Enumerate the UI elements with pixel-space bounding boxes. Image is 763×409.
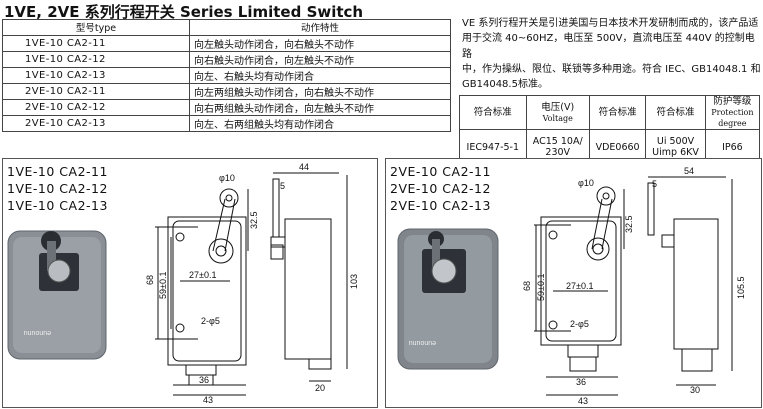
switch-photo-2ve: eunounu <box>397 228 499 370</box>
voltage-value-a: AC15 10A/ <box>532 136 583 147</box>
insulation-value-a: Ui 500V <box>656 136 695 147</box>
brand-text: eunounu <box>24 329 51 336</box>
dim-20: 20 <box>315 383 325 393</box>
model-label: 2VE-10 CA2-11 <box>390 164 491 179</box>
dim-holes: 2-φ5 <box>201 316 220 326</box>
dim-width-54: 54 <box>684 166 694 176</box>
dim-59: 59±0.1 <box>158 272 168 299</box>
page-title: 1VE, 2VE 系列行程开关 Series Limited Switch <box>4 3 364 21</box>
model-cell: 2VE-10 CA2-11 <box>2 82 190 100</box>
dim-68: 68 <box>145 275 155 285</box>
dim-5: 5 <box>280 181 285 191</box>
dim-roller: φ10 <box>578 178 594 188</box>
dim-105-5: 105.5 <box>736 276 746 299</box>
dim-30: 30 <box>690 385 700 395</box>
table-header-row: 型号type 动作特性 <box>2 19 451 36</box>
intro-paragraph: VE 系列行程开关是引进美国与日本技术开发研制而成的，该产品适 用于交流 40~… <box>462 16 762 92</box>
dim-103: 103 <box>349 274 359 289</box>
dim-5: 5 <box>652 179 657 189</box>
voltage-header: 电压(V)Voltage <box>525 95 590 130</box>
dim-holes: 2-φ5 <box>570 319 589 329</box>
model-label: 1VE-10 CA2-11 <box>7 164 108 179</box>
std-header: 符合标准 <box>459 95 527 130</box>
dim-27: 27±0.1 <box>566 281 593 291</box>
intro-line: VE 系列行程开关是引进美国与日本技术开发研制而成的，该产品适 <box>462 18 759 29</box>
dim-43: 43 <box>578 396 588 406</box>
intro-line: 用于交流 40~60HZ，电压至 500V，直流电压至 440V 的控制电路 <box>462 33 755 60</box>
action-cell: 向右触头动作闭合，向左触头不动作 <box>189 50 451 68</box>
action-cell: 向右两组触头动作闭合，向左触头不动作 <box>189 98 451 116</box>
dimension-labels-2ve: φ10 54 5 32.5 68 59±0.1 27±0.1 105.5 2-φ… <box>522 166 746 406</box>
column-header-type: 型号type <box>2 19 190 36</box>
insulation-value-b: Uimp 6KV <box>652 147 699 158</box>
panel-2ve: 2VE-10 CA2-11 2VE-10 CA2-12 2VE-10 CA2-1… <box>385 158 762 408</box>
voltage-value-b: 230V <box>545 147 571 158</box>
switch-photo-1ve: eunounu <box>7 230 107 360</box>
dimension-labels-1ve: φ10 44 5 32.5 68 59±0.1 27±0.1 103 2-φ5 … <box>145 162 359 405</box>
intro-line: 中，作为操纵、限位、联锁等多种用途。符合 IEC、GB14048.1 和 <box>462 63 761 75</box>
dim-36: 36 <box>199 375 209 385</box>
dimension-drawing-2ve <box>534 176 733 396</box>
std-header: 符合标准 <box>645 95 706 130</box>
std-header: 符合标准 <box>588 95 647 130</box>
panel-1ve: 1VE-10 CA2-11 1VE-10 CA2-12 1VE-10 CA2-1… <box>2 158 378 408</box>
panel-2ve-models: 2VE-10 CA2-11 2VE-10 CA2-12 2VE-10 CA2-1… <box>390 163 491 214</box>
brand-text: eunounu <box>409 339 436 346</box>
dim-32-5: 32.5 <box>624 215 634 233</box>
drawing-2ve: eunounu φ10 54 5 32.5 <box>397 166 746 406</box>
voltage-header-cn: 电压(V) <box>541 101 575 113</box>
action-cell: 向左、右两组触头均有动作闭合 <box>189 114 451 132</box>
protection-header-en: Protection <box>711 108 754 117</box>
dim-width-44: 44 <box>299 162 309 172</box>
dim-36: 36 <box>576 377 586 387</box>
dim-27: 27±0.1 <box>189 270 216 280</box>
dim-59: 59±0.1 <box>536 274 546 301</box>
model-cell: 1VE-10 CA2-12 <box>2 50 190 68</box>
model-cell: 2VE-10 CA2-13 <box>2 114 190 132</box>
voltage-header-en: Voltage <box>542 113 573 123</box>
model-cell: 1VE-10 CA2-13 <box>2 66 190 84</box>
dim-roller: φ10 <box>219 173 235 183</box>
dim-68: 68 <box>522 281 532 291</box>
model-label: 2VE-10 CA2-12 <box>390 181 491 196</box>
model-label: 2VE-10 CA2-13 <box>390 198 491 213</box>
protection-header-en2: degree <box>718 119 747 128</box>
model-label: 1VE-10 CA2-13 <box>7 198 108 213</box>
model-cell: 1VE-10 CA2-11 <box>2 34 190 52</box>
panel-1ve-models: 1VE-10 CA2-11 1VE-10 CA2-12 1VE-10 CA2-1… <box>7 163 108 214</box>
model-cell: 2VE-10 CA2-12 <box>2 98 190 116</box>
dimension-drawing-1ve <box>155 172 348 396</box>
column-header-action: 动作特性 <box>189 19 451 36</box>
dim-43: 43 <box>203 395 213 405</box>
action-cell: 向左两组触头动作闭合，向右触头不动作 <box>189 82 451 100</box>
model-label: 1VE-10 CA2-12 <box>7 181 108 196</box>
action-cell: 向左触头动作闭合，向右触头不动作 <box>189 34 451 52</box>
protection-header-cn: 防护等级 <box>713 96 752 107</box>
action-cell: 向左、右触头均有动作闭合 <box>189 66 451 84</box>
dim-32-5: 32.5 <box>249 211 259 229</box>
drawing-1ve: eunounu <box>7 162 359 405</box>
intro-line: GB14048.5标准。 <box>462 79 548 91</box>
